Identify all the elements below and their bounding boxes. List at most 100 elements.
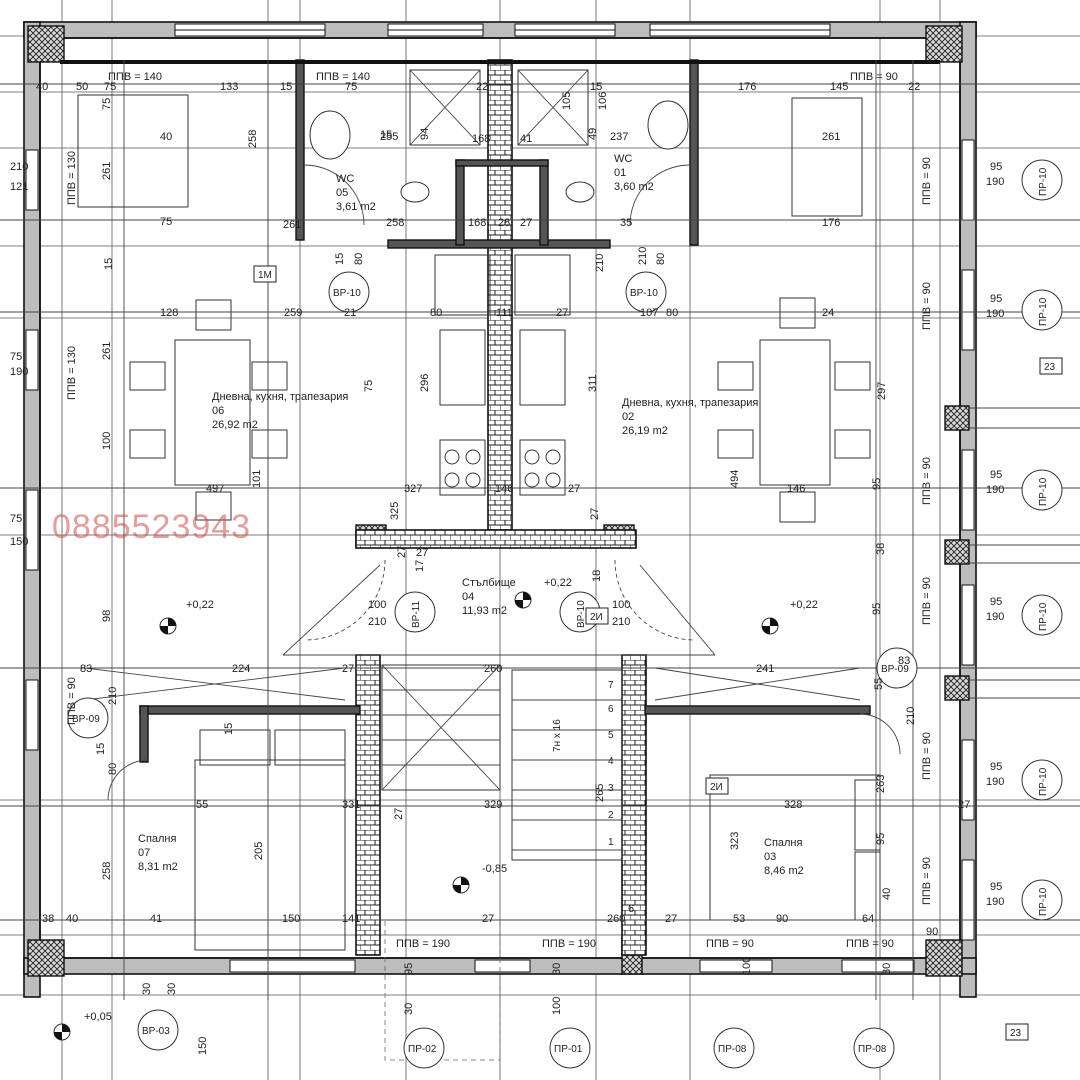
dimension-label: 28 — [498, 217, 510, 229]
dimension-label: 30 — [166, 983, 178, 995]
sill-height-label: ППВ = 90 — [921, 157, 933, 205]
room-area-label: 11,93 m2 — [462, 605, 507, 617]
room-name-label: Спалня — [764, 837, 803, 849]
door-height-label: 210 — [612, 616, 630, 628]
dimension-label: 27 — [416, 547, 428, 559]
stair-note-label: 7н х 16 — [552, 719, 563, 752]
dimension-label: 331 — [342, 799, 360, 811]
dimension-label: 80 — [430, 307, 442, 319]
detail-ref-box — [705, 777, 729, 795]
dimension-label: 27 — [342, 663, 354, 675]
stair-step-number: 4 — [608, 756, 614, 767]
floor-level-label: +0,22 — [186, 599, 214, 611]
dimension-label: 49 — [587, 128, 599, 140]
door-width-label: 100 — [368, 599, 386, 611]
dimension-label: 210 — [594, 254, 606, 272]
dimension-label: 38 — [875, 543, 887, 555]
dimension-label: 90 — [776, 913, 788, 925]
window-tag-circle — [1021, 469, 1063, 511]
room-name-label: WC — [614, 153, 632, 165]
dimension-label: 141 — [342, 913, 360, 925]
stair-step-number: 2 — [608, 810, 614, 821]
dimension-label: 168 — [468, 217, 486, 229]
detail-ref-label: 1М — [258, 270, 272, 281]
dimension-label: 328 — [784, 799, 802, 811]
dimension-label: 6 — [628, 903, 634, 915]
dimension-label: 329 — [484, 799, 502, 811]
dimension-label: 101 — [251, 470, 263, 488]
dimension-label: 27 — [568, 483, 580, 495]
dimension-label: 55 — [873, 678, 885, 690]
dimension-label: 494 — [729, 470, 741, 488]
room-number-label: 02 — [622, 411, 634, 423]
stair-step-number: 1 — [608, 837, 614, 848]
sill-height-label: ППВ = 130 — [66, 151, 78, 205]
dimension-label: 50 — [76, 81, 88, 93]
room-area-label: 26,92 m2 — [212, 419, 258, 431]
window-tag-circle — [1021, 289, 1063, 331]
dimension-label: 259 — [284, 307, 302, 319]
dimension-label: 128 — [160, 307, 178, 319]
dimension-label: 261 — [101, 162, 113, 180]
door-tag-label: ВР-11 — [411, 601, 422, 628]
dimension-label: 105 — [561, 92, 573, 110]
dimension-label: 260 — [484, 663, 502, 675]
window-width-label: 95 — [990, 761, 1002, 773]
door-tag-label: ВР-10 — [630, 288, 658, 299]
sill-height-label: ППВ = 90 — [921, 732, 933, 780]
dimension-label: 95 — [871, 603, 883, 615]
floor-level-label: +0,05 — [84, 1011, 112, 1023]
dimension-label: 15 — [223, 723, 235, 735]
window-tag-label: ПР-08 — [858, 1044, 887, 1055]
window-tag-label: ПР-10 — [1038, 602, 1049, 631]
window-tag-label: ПР-10 — [1038, 167, 1049, 196]
dimension-label: 83 — [898, 655, 910, 667]
interior-walls — [60, 59, 940, 956]
dimension-label: 237 — [610, 131, 628, 143]
window-width-label: 95 — [990, 881, 1002, 893]
dimension-label: 75 — [345, 81, 357, 93]
dimension-label: 258 — [247, 130, 259, 148]
window-tag-circle — [1021, 594, 1063, 636]
dimension-label: 40 — [36, 81, 48, 93]
dimension-label: 100 — [551, 997, 563, 1015]
dimension-label: 210 — [637, 247, 649, 265]
door-tag-label: ВР-09 — [72, 714, 100, 725]
window-height-label: 190 — [986, 484, 1004, 496]
dimension-label: 22 — [476, 81, 488, 93]
dimension-label: 80 — [666, 307, 678, 319]
room-number-label: 06 — [212, 405, 224, 417]
dimension-label: 22 — [908, 81, 920, 93]
dimension-label: 40 — [881, 888, 893, 900]
dimension-label: 150 — [197, 1037, 209, 1055]
window-tag-circle — [1021, 159, 1063, 201]
door-width-label: 100 — [612, 599, 630, 611]
dimension-label: 90 — [926, 926, 938, 938]
dimension-label: 146 — [787, 483, 805, 495]
sill-height-label: ППВ = 190 — [542, 938, 596, 950]
window-tag-circle — [853, 1027, 895, 1069]
dimension-label: 297 — [876, 382, 888, 400]
room-number-label: 03 — [764, 851, 776, 863]
dimension-label: 27 — [556, 307, 568, 319]
window-tag-label: ПР-02 — [408, 1044, 437, 1055]
room-name-label: Дневна, кухня, трапезария — [622, 397, 758, 409]
dimension-label: 15 — [380, 129, 392, 141]
door-tag-circle — [67, 697, 109, 739]
dimension-label: 210 — [905, 707, 917, 725]
dimension-label: 35 — [620, 217, 632, 229]
dimension-label: 75 — [363, 380, 375, 392]
dimension-label: 75 — [160, 216, 172, 228]
dimension-label: 111 — [496, 307, 513, 319]
dimension-label: 133 — [220, 81, 238, 93]
door-tag-label: ВР-10 — [333, 288, 361, 299]
window-height-label: 190 — [986, 896, 1004, 908]
dimension-label: 27 — [589, 508, 601, 520]
room-name-label: Спалня — [138, 833, 177, 845]
dimension-label: 150 — [10, 536, 28, 548]
dimension-label: 40 — [66, 913, 78, 925]
dimension-label: 17 — [414, 560, 426, 572]
dimension-label: 95 — [403, 963, 415, 975]
window-width-label: 95 — [990, 469, 1002, 481]
